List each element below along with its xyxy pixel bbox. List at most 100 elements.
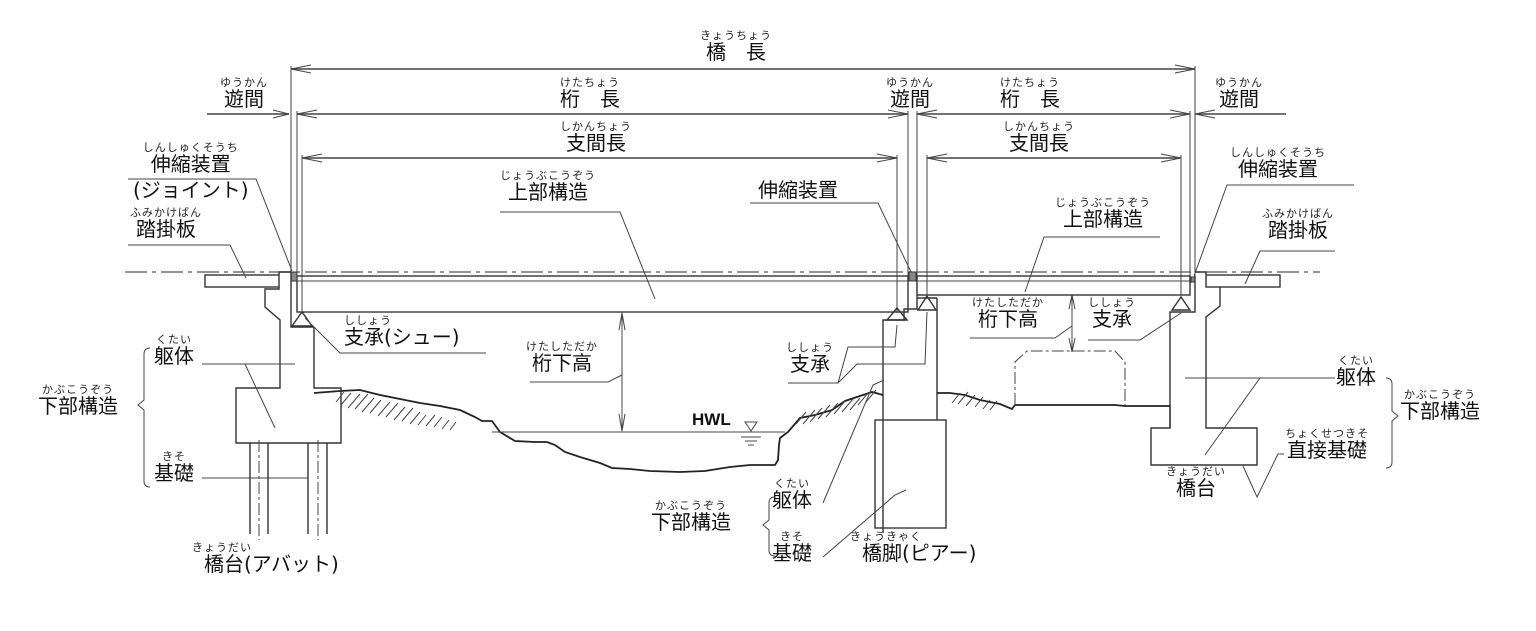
brace-center bbox=[762, 496, 776, 557]
dimension-bridge-length bbox=[290, 64, 1196, 276]
bearing-right bbox=[1170, 295, 1192, 311]
label-expansion-joint-center: 伸縮装置 bbox=[758, 180, 838, 200]
label-text: 橋 長 bbox=[706, 40, 766, 64]
label-body-left: くたい 躯体 bbox=[154, 334, 194, 366]
label-text: 上部構造 bbox=[1063, 207, 1143, 231]
label-text: 伸縮装置 bbox=[758, 178, 838, 202]
label-text: 桁下高 bbox=[532, 351, 592, 375]
joint-left bbox=[290, 271, 298, 282]
label-text: 下部構造 bbox=[1400, 399, 1480, 423]
label-text: 支間長 bbox=[566, 131, 626, 155]
girder-right bbox=[916, 275, 1191, 296]
ruby: かぶこうぞう bbox=[1404, 388, 1476, 401]
leader-clearance-left bbox=[530, 374, 623, 383]
label-body-right: くたい 躯体 bbox=[1336, 355, 1376, 387]
joint-center bbox=[908, 271, 917, 282]
label-text: 桁 長 bbox=[1000, 87, 1060, 111]
label-text: 伸縮装置 bbox=[1238, 157, 1318, 181]
left-abutment bbox=[235, 272, 342, 540]
ruby: しんしゅくそうち bbox=[142, 141, 239, 154]
ruby: かぶこうぞう bbox=[655, 499, 727, 512]
ruby: ふみかけばん bbox=[1262, 207, 1334, 220]
bearing-center-left bbox=[885, 306, 909, 321]
label-expansion-joint-left: しんしゅくそうち 伸縮装置 (ジョイント) bbox=[133, 142, 249, 200]
label-clearance-left: けたしただか 桁下高 bbox=[526, 341, 598, 373]
label-text: 踏掛板 bbox=[136, 217, 196, 241]
approach-slab-left bbox=[204, 274, 280, 288]
label-text: 橋脚(ピアー) bbox=[862, 541, 977, 565]
ruby: かぶこうぞう bbox=[42, 383, 114, 396]
leader-shoe bbox=[304, 317, 486, 354]
label-text: 支承 bbox=[790, 352, 830, 376]
ruby: きょうだい bbox=[1166, 465, 1226, 478]
ruby: ししょう bbox=[344, 314, 392, 327]
leader-bearing-right bbox=[1088, 312, 1182, 341]
hwl-marker bbox=[744, 421, 758, 432]
label-girder-length-right: けたちょう 桁 長 bbox=[1000, 77, 1060, 109]
label-text: 遊間 bbox=[224, 87, 264, 111]
brace-left bbox=[137, 347, 151, 488]
label-text: 下部構造 bbox=[651, 510, 731, 534]
ruby: じょうぶこうぞう bbox=[500, 169, 596, 182]
label-substructure-center: かぶこうぞう 下部構造 bbox=[651, 500, 731, 532]
leader-direct-foundation bbox=[1242, 453, 1284, 499]
leader-bearing-center bbox=[788, 324, 898, 384]
label-gap-left: ゆうかん 遊間 bbox=[220, 77, 268, 109]
ruby: ししょう bbox=[1088, 296, 1136, 309]
ruby: しかんちょう bbox=[560, 120, 632, 133]
dimension-girder-length bbox=[207, 109, 1286, 276]
label-foundation-left: きそ 基礎 bbox=[154, 451, 194, 483]
ruby: しかんちょう bbox=[1003, 120, 1075, 133]
label-superstructure-right: じょうぶこうぞう 上部構造 bbox=[1055, 197, 1151, 229]
ruby: きょうちょう bbox=[700, 29, 772, 42]
bearing-center-right bbox=[916, 294, 938, 311]
girder-left bbox=[296, 275, 909, 313]
label-text: 伸縮装置 bbox=[150, 152, 231, 176]
label-text: 基礎 bbox=[154, 461, 194, 485]
label-bridge-length: きょうちょう 橋 長 bbox=[700, 30, 772, 62]
pier bbox=[874, 295, 947, 533]
ground-profile bbox=[313, 389, 1170, 473]
clearance-dimension-right bbox=[1068, 294, 1076, 353]
label-abutment-left: きょうだい 橋台(アバット) bbox=[192, 542, 339, 574]
ruby: じょうぶこうぞう bbox=[1055, 196, 1151, 209]
ruby: きそ bbox=[162, 450, 186, 463]
ruby: しんしゅくそうち bbox=[1230, 146, 1326, 159]
ruby: けたしただか bbox=[526, 340, 598, 353]
ruby: ゆうかん bbox=[1215, 76, 1263, 89]
leader-super-left bbox=[500, 211, 656, 300]
label-subtext: (ジョイント) bbox=[133, 178, 249, 202]
label-text: 桁下高 bbox=[978, 307, 1038, 331]
label-text: 躯体 bbox=[1336, 365, 1376, 389]
label-text: 桁 長 bbox=[560, 87, 620, 111]
label-approach-slab-right: ふみかけばん 踏掛板 bbox=[1262, 208, 1334, 240]
label-text: 直接基礎 bbox=[1287, 438, 1367, 462]
leader-foundation-center bbox=[822, 489, 907, 558]
ruby: くたい bbox=[156, 333, 192, 346]
label-girder-length-left: けたちょう 桁 長 bbox=[560, 77, 620, 109]
label-text: 支承 bbox=[1092, 307, 1132, 331]
label-text: 下部構造 bbox=[38, 394, 118, 418]
label-clearance-right: けたしただか 桁下高 bbox=[972, 297, 1044, 329]
leader-clearance-right bbox=[970, 325, 1073, 339]
leader-slab-right bbox=[1244, 250, 1335, 285]
label-direct-foundation: ちょくせつきそ 直接基礎 bbox=[1285, 428, 1369, 460]
leader-joint-center bbox=[750, 202, 912, 273]
ruby: けたちょう bbox=[560, 76, 620, 89]
ruby: くたい bbox=[774, 477, 810, 490]
label-text: 支間長 bbox=[1009, 131, 1069, 155]
ruby: きそ bbox=[780, 530, 804, 543]
label-gap-center: ゆうかん 遊間 bbox=[886, 77, 934, 109]
approach-slab-right bbox=[1205, 274, 1281, 288]
label-bearing-center: ししょう 支承 bbox=[786, 342, 834, 374]
ruby: きょうだい bbox=[192, 541, 252, 554]
label-text: 躯体 bbox=[772, 488, 812, 512]
ruby: ゆうかん bbox=[886, 76, 934, 89]
leader-body-center bbox=[822, 379, 885, 504]
label-text: 躯体 bbox=[154, 344, 194, 368]
label-hwl: HWL bbox=[692, 410, 731, 429]
label-text: 橋台(アバット) bbox=[204, 552, 339, 576]
ruby: きょうきゃく bbox=[850, 530, 922, 543]
brace-right bbox=[1385, 377, 1399, 469]
